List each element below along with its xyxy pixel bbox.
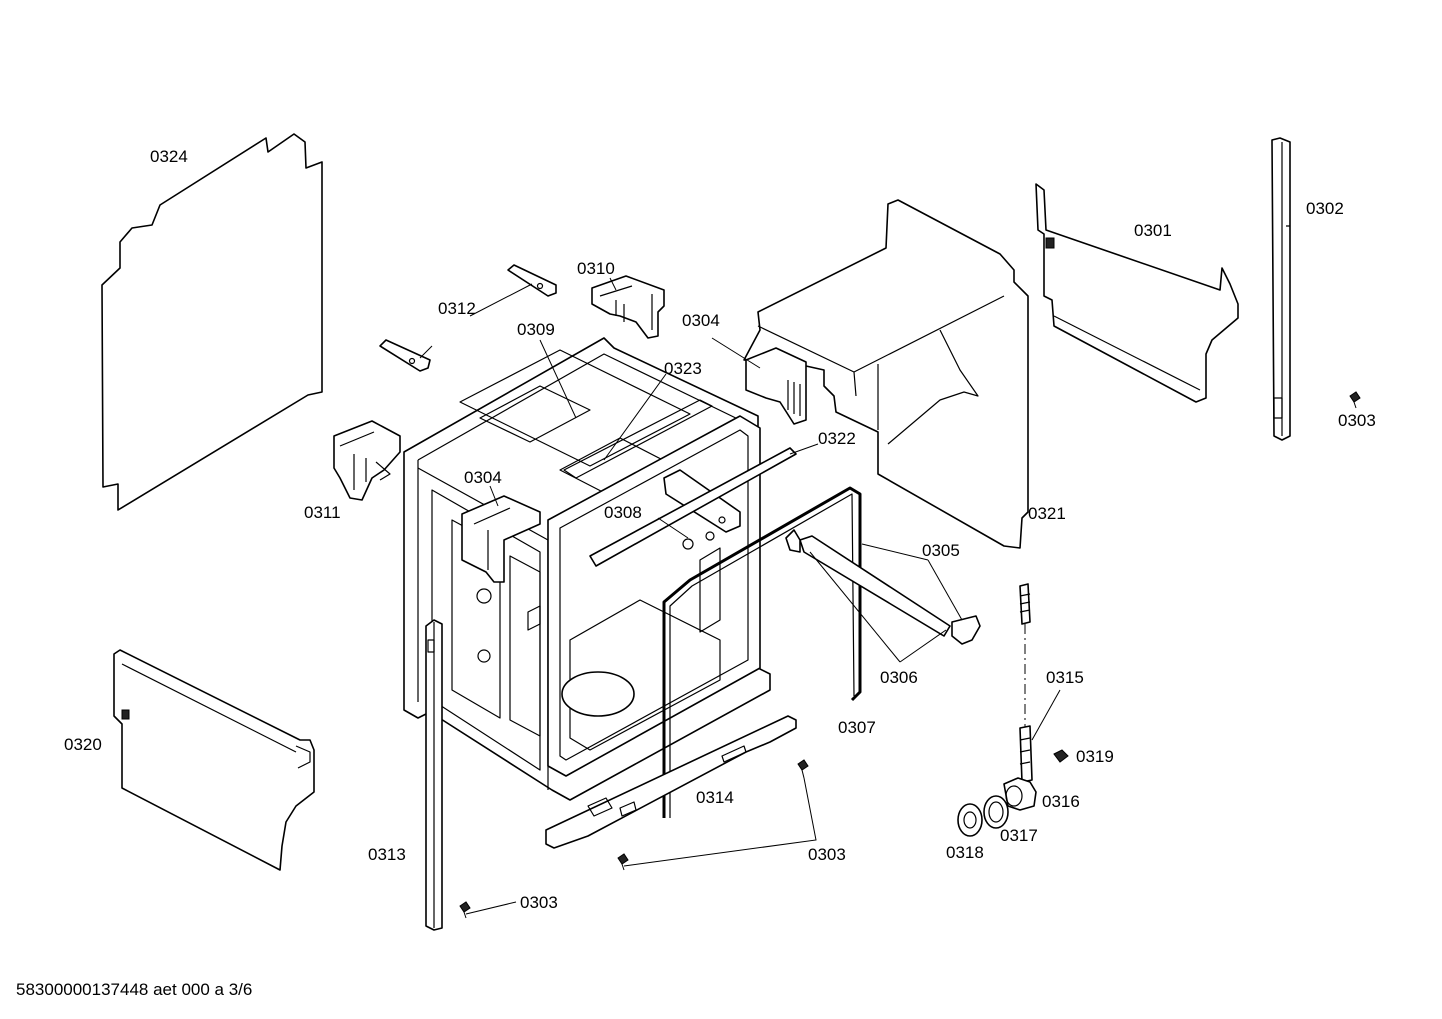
part-0315-hose [1019, 583, 1033, 783]
label-0308: 0308 [604, 503, 642, 522]
label-0302: 0302 [1306, 199, 1344, 218]
part-0302-strip [1271, 137, 1291, 441]
part-0312-clip-lower [379, 339, 431, 372]
part-0303-screw-center-lower [617, 853, 629, 871]
label-0317: 0317 [1000, 826, 1038, 845]
part-0322-rail [589, 447, 797, 567]
part-0305-arm [785, 529, 981, 645]
label-0320: 0320 [64, 735, 102, 754]
label-0303-center: 0303 [808, 845, 846, 864]
label-0319: 0319 [1076, 747, 1114, 766]
part-0324-side-panel [101, 133, 323, 511]
leader-lines [419, 277, 1061, 915]
part-0314-plate [545, 715, 797, 849]
part-0313-strip [425, 619, 443, 931]
label-0305: 0305 [922, 541, 960, 560]
part-0316-fitting [1003, 777, 1037, 811]
label-0304-lower: 0304 [464, 468, 502, 487]
part-0318-cap [957, 803, 983, 837]
label-0301: 0301 [1134, 221, 1172, 240]
label-0318: 0318 [946, 843, 984, 862]
label-0311: 0311 [304, 503, 341, 522]
part-0311-bracket [333, 420, 401, 501]
label-0314: 0314 [696, 788, 734, 807]
part-labels: 0324 0312 0310 0309 0304 0323 0301 0302 … [64, 147, 1376, 912]
part-0320-panel [113, 649, 315, 871]
label-0307: 0307 [838, 718, 876, 737]
label-0322: 0322 [818, 429, 856, 448]
label-0303-right: 0303 [1338, 411, 1376, 430]
part-0307-seal [662, 486, 862, 818]
label-0323: 0323 [664, 359, 702, 378]
part-0319-screw [1053, 749, 1069, 763]
label-0321: 0321 [1028, 504, 1066, 523]
label-0304-upper: 0304 [682, 311, 720, 330]
label-0306: 0306 [880, 668, 918, 687]
label-0316: 0316 [1042, 792, 1080, 811]
part-0312-clip-upper [507, 264, 557, 297]
part-0303-screw-bottom [459, 901, 471, 919]
part-0317-ring [983, 795, 1009, 829]
part-0321-panel [743, 199, 1029, 549]
document-code: 58300000137448 aet 000 a 3/6 [16, 980, 253, 999]
label-0312: 0312 [438, 299, 476, 318]
part-0301-panel [1035, 183, 1239, 403]
label-0309: 0309 [517, 320, 555, 339]
part-0304-bracket-tub [461, 495, 541, 583]
part-0310-bracket [591, 275, 665, 339]
part-0303-screw-center-upper [797, 759, 809, 779]
label-0303-bottom: 0303 [520, 893, 558, 912]
label-0313: 0313 [368, 845, 406, 864]
label-0315: 0315 [1046, 668, 1084, 687]
label-0324: 0324 [150, 147, 188, 166]
part-0303-screw-right [1349, 391, 1361, 409]
label-0310: 0310 [577, 259, 615, 278]
